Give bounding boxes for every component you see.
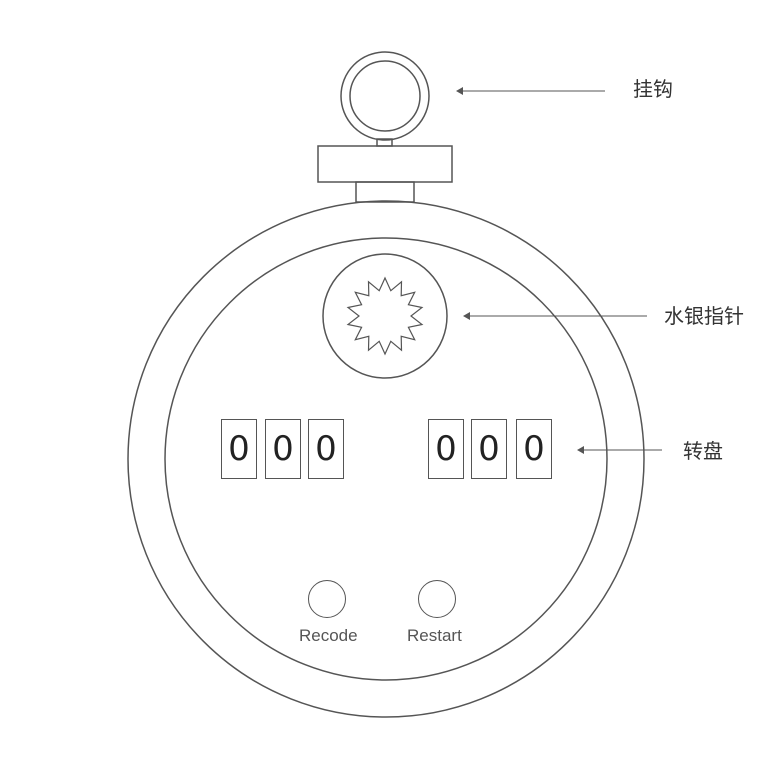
leader-line-hook	[456, 87, 605, 95]
leader-line-dial	[577, 446, 662, 454]
hook-icon	[317, 51, 453, 203]
restart-button[interactable]	[418, 580, 456, 618]
right-counter-digit: 0	[471, 419, 507, 479]
hook-label: 挂钩	[633, 77, 673, 101]
record-button-label: Recode	[299, 626, 358, 645]
stopwatch-inner-ring	[164, 237, 608, 681]
mercury-pointer-icon	[322, 253, 448, 379]
right-counter-digit: 0	[516, 419, 552, 479]
right-counter-digit: 0	[428, 419, 464, 479]
leader-line-pointer	[463, 312, 647, 320]
record-button[interactable]	[308, 580, 346, 618]
left-counter-digit: 0	[265, 419, 301, 479]
left-counter-digit: 0	[221, 419, 257, 479]
mercury-pointer-label: 水银指针	[664, 304, 744, 328]
dial-label: 转盘	[683, 439, 723, 463]
stopwatch-outer-ring	[127, 200, 645, 718]
restart-button-label: Restart	[407, 626, 462, 645]
left-counter-digit: 0	[308, 419, 344, 479]
